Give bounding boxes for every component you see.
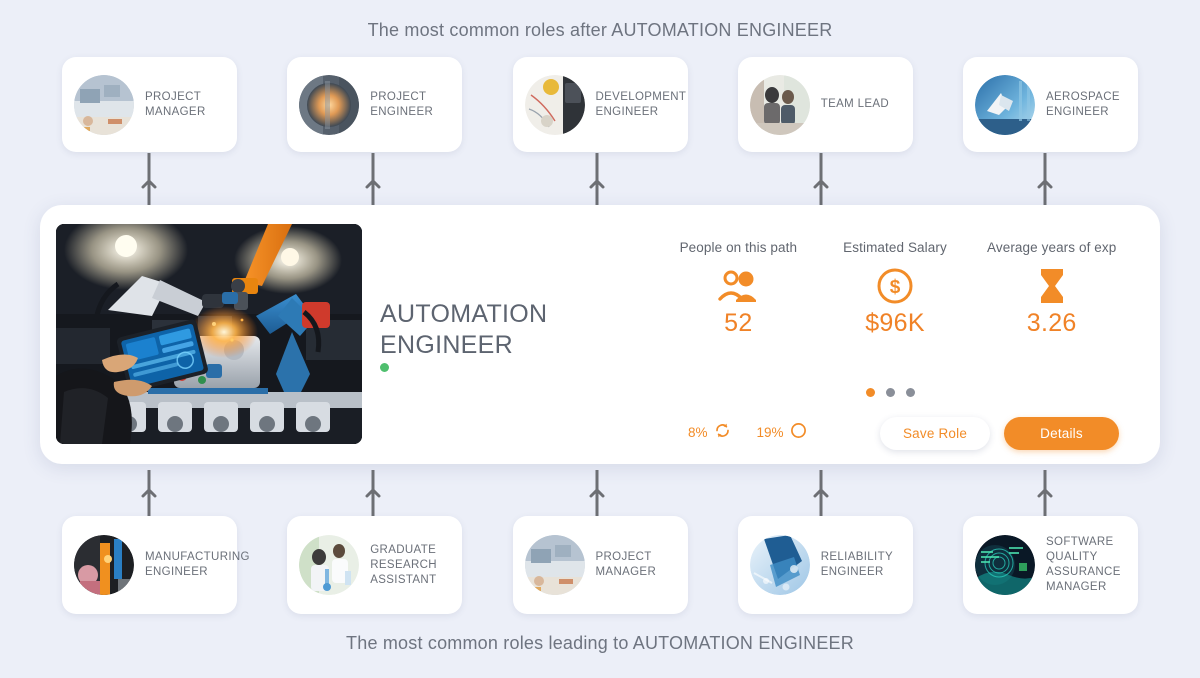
role-card-prev-4[interactable]: SOFTWARE QUALITY ASSURANCE MANAGER [963,516,1138,614]
pagination-dot-2[interactable] [886,388,895,397]
role-label: PROJECT ENGINEER [370,90,434,118]
stat-estimated-salary: Estimated Salary $ $96K [817,240,974,338]
role-label: TEAM LEAD [820,98,890,110]
team-lead-photo [749,74,810,135]
svg-text:$: $ [890,277,901,298]
project-manager-photo [524,535,585,595]
page-title-bottom: The most common roles leading to AUTOMAT… [346,633,854,653]
status-badge [380,363,389,372]
role-card-next-2[interactable]: DEVELOPMENT ENGINEER [512,57,688,152]
role-label: MANUFACTURING ENGINEER [145,551,250,578]
role-card-next-1[interactable]: PROJECT ENGINEER [287,57,463,152]
stat-label: People on this path [679,240,798,255]
stat-value: 3.26 [1026,309,1077,337]
stats-group: People on this path 52 Estimated Salary … [660,240,1130,338]
hourglass-icon [973,263,1130,309]
role-card-next-3[interactable]: TEAM LEAD [737,57,913,152]
automation-robotics-factory-photo [56,224,362,444]
software-quality-assurance-manager-photo [975,535,1035,595]
aerospace-engineer-photo [975,74,1035,135]
role-card-prev-0[interactable]: MANUFACTURING ENGINEER [62,516,250,614]
pagination-dot-3[interactable] [906,388,915,397]
pagination-dot-1[interactable] [866,388,875,397]
stat-label: Average years of exp [987,240,1117,255]
save-role-button[interactable]: Save Role [880,417,990,450]
role-card-prev-3[interactable]: RELIABILITY ENGINEER [737,516,913,614]
card-actions: Save Role Details [880,417,1119,450]
page-title-top: The most common roles after AUTOMATION E… [367,20,833,40]
turnover-refresh-icon [714,422,731,442]
role-label: PROJECT MANAGER [145,90,206,118]
people-icon [660,263,817,309]
role-label: GRADUATE RESEARCH ASSISTANT [370,543,437,586]
next-roles-row: PROJECT MANAGER PROJECT ENGINEER DEVELOP… [62,57,1138,152]
role-card-prev-1[interactable]: GRADUATE RESEARCH ASSISTANT [287,516,463,614]
stat-average-years-of-exp: Average years of exp 3.26 [973,240,1130,338]
role-label: PROJECT MANAGER [595,551,657,578]
dollar-circle-icon: $ [817,263,974,309]
connector-arrow-up-next-3 [811,153,831,211]
connector-arrow-up-next-2 [587,153,607,211]
manufacturing-engineer-photo [74,535,134,595]
connector-arrow-up-next-4 [1035,153,1055,211]
carousel-pagination[interactable] [866,388,915,397]
stat-value: $96K [865,309,925,337]
metrics-group: 8% 19% [688,422,807,442]
growth-circle-icon [790,422,807,442]
role-card-next-0[interactable]: PROJECT MANAGER [62,57,237,152]
role-card-next-4[interactable]: AEROSPACE ENGINEER [963,57,1138,152]
role-label: RELIABILITY ENGINEER [820,551,893,578]
development-engineer-photo [524,74,585,135]
connector-arrow-up-next-1 [363,153,383,211]
role-label: SOFTWARE QUALITY ASSURANCE MANAGER [1046,536,1121,593]
reliability-engineer-photo [749,535,810,595]
metric-value: 19% [756,424,784,440]
metric-value: 8% [688,424,708,440]
stat-label: Estimated Salary [843,240,947,255]
project-manager-photo [74,74,134,135]
connector-arrow-up-next-0 [139,153,159,211]
stat-value: 52 [724,309,753,337]
role-label: DEVELOPMENT ENGINEER [595,90,687,118]
project-engineer-photo [299,74,360,135]
stat-people-on-this-path: People on this path 52 [660,240,817,338]
current-role-title: AUTOMATION ENGINEER [380,300,548,359]
previous-roles-row: MANUFACTURING ENGINEER GRADUATE RESEARCH… [62,516,1138,614]
details-button[interactable]: Details [1004,417,1119,450]
graduate-research-assistant-photo [299,535,360,595]
role-card-prev-2[interactable]: PROJECT MANAGER [512,516,688,614]
metric-growth: 19% [757,422,807,442]
metric-turnover: 8% [688,422,731,442]
role-label: AEROSPACE ENGINEER [1046,90,1120,118]
